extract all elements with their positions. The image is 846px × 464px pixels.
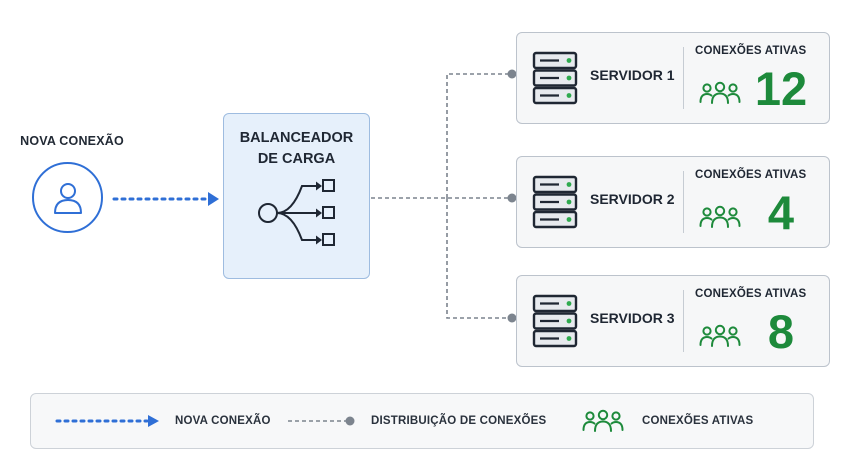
client-node: [32, 162, 103, 233]
server-card-2: SERVIDOR 2 CONEXÕES ATIVAS 4: [516, 156, 830, 248]
new-connection-label: NOVA CONEXÃO: [20, 134, 124, 148]
legend-label-new-connection: NOVA CONEXÃO: [175, 414, 271, 427]
dotted-arrow-icon: [55, 414, 159, 427]
people-icon: [699, 324, 741, 347]
server-icon: [532, 51, 578, 105]
active-connections-count: 4: [767, 186, 795, 239]
server-name: SERVIDOR 2: [590, 191, 675, 207]
legend-label-active-connections: CONEXÕES ATIVAS: [642, 414, 754, 427]
distribution-line-server-3: [446, 198, 512, 319]
active-connections-count: 8: [767, 305, 795, 358]
active-connections-label: CONEXÕES ATIVAS: [695, 288, 807, 300]
load-balancer-title: BALANCEADOR DE CARGA: [239, 130, 354, 167]
legend-item-distribution: DISTRIBUIÇÃO DE CONEXÕES: [287, 394, 546, 447]
new-connection-arrowhead: [208, 192, 219, 206]
legend-item-active-connections: CONEXÕES ATIVAS: [582, 394, 753, 447]
divider: [683, 290, 684, 352]
divider: [683, 171, 684, 233]
server-icon: [532, 294, 578, 348]
people-icon: [582, 409, 624, 432]
divider: [683, 47, 684, 109]
dashed-line-icon: [288, 416, 355, 425]
people-icon: [699, 81, 741, 104]
legend: NOVA CONEXÃO DISTRIBUIÇÃO DE CONEXÕES CO…: [30, 393, 814, 449]
server-icon: [532, 175, 578, 229]
distribution-icon: [258, 179, 335, 246]
user-icon: [53, 182, 82, 214]
legend-label-distribution: DISTRIBUIÇÃO DE CONEXÕES: [371, 414, 547, 427]
distribution-dot-server-3: [507, 313, 517, 323]
load-balancer-box: BALANCEADOR DE CARGA: [223, 113, 370, 279]
server-name: SERVIDOR 1: [590, 67, 675, 83]
people-icon: [699, 205, 741, 228]
distribution-dot-server-2: [507, 193, 517, 203]
distribution-dot-server-1: [507, 69, 517, 79]
active-connections-label: CONEXÕES ATIVAS: [695, 45, 807, 57]
active-connections-label: CONEXÕES ATIVAS: [695, 169, 807, 181]
active-connections-count: 12: [754, 62, 808, 115]
server-name: SERVIDOR 3: [590, 310, 675, 326]
legend-item-new-connection: NOVA CONEXÃO: [55, 394, 271, 447]
distribution-line-server-1: [446, 73, 512, 198]
server-card-3: SERVIDOR 3 CONEXÕES ATIVAS 8: [516, 275, 830, 367]
server-card-1: SERVIDOR 1 CONEXÕES ATIVAS 12: [516, 32, 830, 124]
